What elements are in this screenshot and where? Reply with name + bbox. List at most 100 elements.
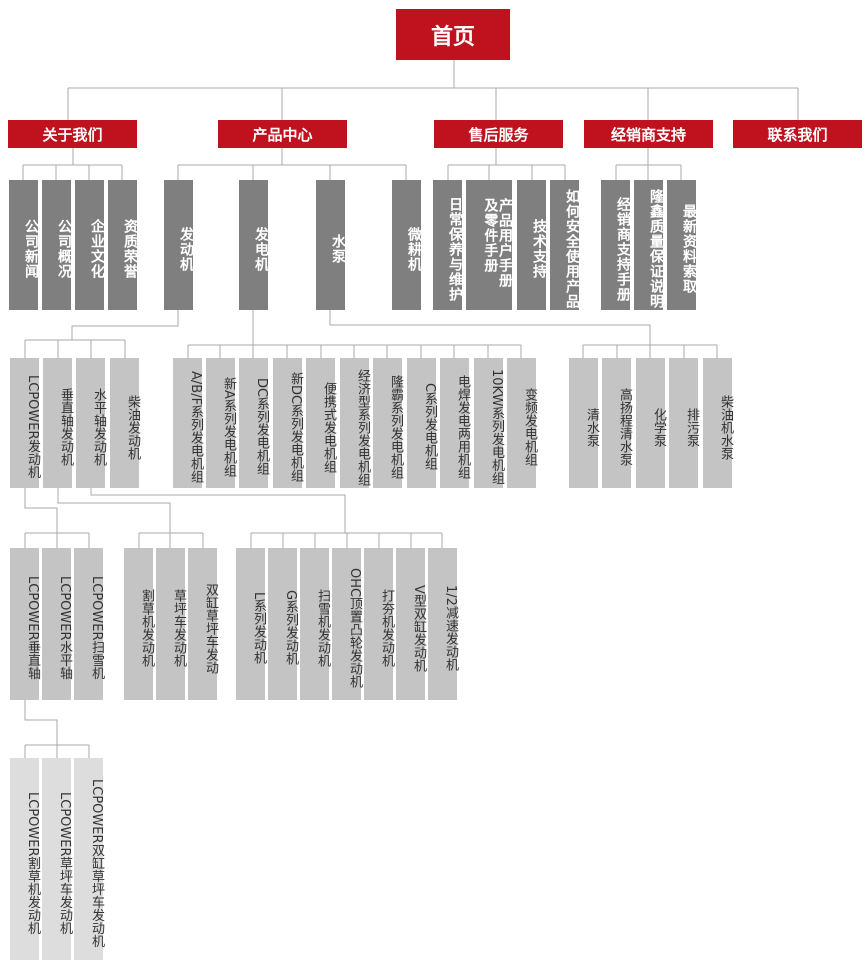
horizontal-g[interactable]: G系列发动机 bbox=[268, 548, 298, 700]
vertical-lawn[interactable]: 草坪车发动机 bbox=[156, 548, 186, 700]
dealer-warranty-label: 隆鑫质量保证说明 bbox=[648, 189, 664, 309]
gen-dc-label: DC系列发电机组 bbox=[254, 378, 269, 476]
product-engine[interactable]: 发动机 bbox=[164, 180, 194, 310]
engine-vertical[interactable]: 垂直轴发动机 bbox=[43, 358, 73, 488]
category-dealer[interactable]: 经销商支持 bbox=[584, 120, 713, 148]
dealer-handbook-label: 经销商支持手册 bbox=[615, 196, 631, 302]
category-service[interactable]: 售后服务 bbox=[434, 120, 563, 148]
lcvertical-mower[interactable]: LCPOWER割草机发动机 bbox=[10, 758, 40, 960]
about-honors[interactable]: 资质荣誉 bbox=[108, 180, 138, 310]
gen-economy-label: 经济型系列发电机组 bbox=[355, 368, 370, 486]
product-generator-label: 发电机 bbox=[253, 226, 269, 272]
product-tiller[interactable]: 微耕机 bbox=[392, 180, 422, 310]
dealer-materials[interactable]: 最新资料索取 bbox=[667, 180, 697, 310]
lcvertical-lawn[interactable]: LCPOWER草坪车发动机 bbox=[42, 758, 72, 960]
gen-longba-label: 隆霸系列发电机组 bbox=[388, 375, 403, 479]
engine-lcpower[interactable]: LCPOWER发动机 bbox=[10, 358, 40, 488]
vertical-twin-label: 双缸草坪车发动 bbox=[203, 582, 218, 674]
home-label: 首页 bbox=[430, 24, 475, 50]
service-tech-label: 技术支持 bbox=[531, 219, 547, 279]
dealer-handbook[interactable]: 经销商支持手册 bbox=[601, 180, 631, 310]
lcvertical-lawn-label: LCPOWER草坪车发动机 bbox=[57, 791, 72, 935]
category-contact[interactable]: 联系我们 bbox=[733, 120, 862, 148]
category-about[interactable]: 关于我们 bbox=[8, 120, 137, 148]
service-tech[interactable]: 技术支持 bbox=[517, 180, 547, 310]
pump-highlift-label: 高扬程清水泵 bbox=[617, 388, 632, 466]
gen-newa-label: 新A系列发电机组 bbox=[221, 377, 236, 477]
horizontal-ohc[interactable]: OHC顶置凸轮发动机 bbox=[332, 548, 362, 700]
lcpower-horizontal-label: LCPOWER水平轴 bbox=[57, 576, 72, 680]
pump-chemical[interactable]: 化学泵 bbox=[636, 358, 666, 488]
vertical-mower-label: 割草机发动机 bbox=[139, 589, 154, 667]
lcpower-snow[interactable]: LCPOWER扫雪机 bbox=[74, 548, 104, 700]
horizontal-l-label: L系列发动机 bbox=[251, 591, 266, 665]
pump-sewage[interactable]: 排污泵 bbox=[669, 358, 699, 488]
horizontal-ohc-label: OHC顶置凸轮发动机 bbox=[347, 567, 362, 689]
horizontal-snow[interactable]: 扫雪机发动机 bbox=[300, 548, 330, 700]
gen-abf[interactable]: A/B/F系列发电机组 bbox=[173, 358, 203, 488]
home-node[interactable]: 首页 bbox=[396, 9, 510, 60]
service-manual[interactable]: 产品用户手册及零件手册 bbox=[466, 180, 513, 310]
engine-horizontal-label: 水平轴发动机 bbox=[91, 388, 106, 466]
dealer-warranty[interactable]: 隆鑫质量保证说明 bbox=[634, 180, 664, 310]
about-news[interactable]: 公司新闻 bbox=[9, 180, 39, 310]
category-service-label: 售后服务 bbox=[468, 125, 529, 144]
product-generator[interactable]: 发电机 bbox=[239, 180, 269, 310]
category-dealer-label: 经销商支持 bbox=[610, 125, 686, 144]
pump-sewage-label: 排污泵 bbox=[684, 407, 699, 447]
pump-highlift[interactable]: 高扬程清水泵 bbox=[602, 358, 632, 488]
vertical-twin[interactable]: 双缸草坪车发动 bbox=[188, 548, 218, 700]
engine-lcpower-label: LCPOWER发动机 bbox=[25, 375, 40, 479]
horizontal-snow-label: 扫雪机发动机 bbox=[315, 589, 330, 667]
lcvertical-twin-label: LCPOWER双缸草坪车发动机 bbox=[89, 778, 104, 948]
gen-10kw[interactable]: 10KW系列发电机组 bbox=[474, 358, 504, 488]
lcvertical-mower-label: LCPOWER割草机发动机 bbox=[25, 791, 40, 935]
gen-longba[interactable]: 隆霸系列发电机组 bbox=[373, 358, 403, 488]
pump-clear[interactable]: 清水泵 bbox=[569, 358, 599, 488]
service-maintenance[interactable]: 日常保养与维护 bbox=[433, 180, 463, 310]
lcpower-snow-label: LCPOWER扫雪机 bbox=[89, 576, 104, 680]
horizontal-g-label: G系列发动机 bbox=[283, 590, 298, 666]
vertical-mower[interactable]: 割草机发动机 bbox=[124, 548, 154, 700]
gen-inverter[interactable]: 变频发电机组 bbox=[507, 358, 537, 488]
vertical-lawn-label: 草坪车发动机 bbox=[171, 589, 186, 667]
pump-diesel[interactable]: 柴油机水泵 bbox=[703, 358, 733, 488]
gen-inverter-label: 变频发电机组 bbox=[522, 388, 537, 466]
gen-c-label: C系列发电机组 bbox=[422, 383, 437, 471]
gen-c[interactable]: C系列发电机组 bbox=[407, 358, 437, 488]
category-about-label: 关于我们 bbox=[42, 125, 103, 144]
lcpower-vertical[interactable]: LCPOWER垂直轴 bbox=[10, 548, 40, 700]
service-safety[interactable]: 如何安全使用产品 bbox=[550, 180, 580, 310]
gen-newa[interactable]: 新A系列发电机组 bbox=[206, 358, 236, 488]
engine-diesel-label: 柴油发动机 bbox=[125, 394, 140, 460]
gen-dc[interactable]: DC系列发电机组 bbox=[239, 358, 269, 488]
gen-newdc-label: 新DC系列发电机组 bbox=[288, 371, 303, 483]
product-pump-label: 水泵 bbox=[330, 234, 346, 264]
gen-weld[interactable]: 电焊发电两用机组 bbox=[440, 358, 470, 488]
lcvertical-twin[interactable]: LCPOWER双缸草坪车发动机 bbox=[74, 758, 104, 960]
lcpower-horizontal[interactable]: LCPOWER水平轴 bbox=[42, 548, 72, 700]
product-engine-label: 发动机 bbox=[178, 226, 194, 272]
engine-diesel[interactable]: 柴油发动机 bbox=[110, 358, 140, 488]
gen-portable-label: 便携式发电机组 bbox=[321, 381, 336, 473]
horizontal-l[interactable]: L系列发动机 bbox=[236, 548, 266, 700]
service-manual-label: 产品用户手册及零件手册 bbox=[482, 197, 513, 288]
gen-newdc[interactable]: 新DC系列发电机组 bbox=[273, 358, 303, 488]
horizontal-vtwin[interactable]: V型双缸发动机 bbox=[396, 548, 426, 700]
about-overview[interactable]: 公司概况 bbox=[42, 180, 72, 310]
horizontal-rammer[interactable]: 打夯机发动机 bbox=[364, 548, 394, 700]
category-products[interactable]: 产品中心 bbox=[218, 120, 347, 148]
gen-portable[interactable]: 便携式发电机组 bbox=[306, 358, 336, 488]
pump-diesel-label: 柴油机水泵 bbox=[718, 394, 733, 460]
product-tiller-label: 微耕机 bbox=[406, 226, 422, 272]
horizontal-half[interactable]: 1/2减速发动机 bbox=[428, 548, 458, 700]
lcpower-vertical-label: LCPOWER垂直轴 bbox=[25, 576, 40, 680]
product-pump[interactable]: 水泵 bbox=[316, 180, 346, 310]
engine-vertical-label: 垂直轴发动机 bbox=[58, 388, 73, 466]
about-culture[interactable]: 企业文化 bbox=[75, 180, 105, 310]
gen-economy[interactable]: 经济型系列发电机组 bbox=[340, 358, 370, 488]
horizontal-rammer-label: 打夯机发动机 bbox=[379, 589, 394, 667]
engine-horizontal[interactable]: 水平轴发动机 bbox=[76, 358, 106, 488]
gen-weld-label: 电焊发电两用机组 bbox=[455, 375, 470, 479]
